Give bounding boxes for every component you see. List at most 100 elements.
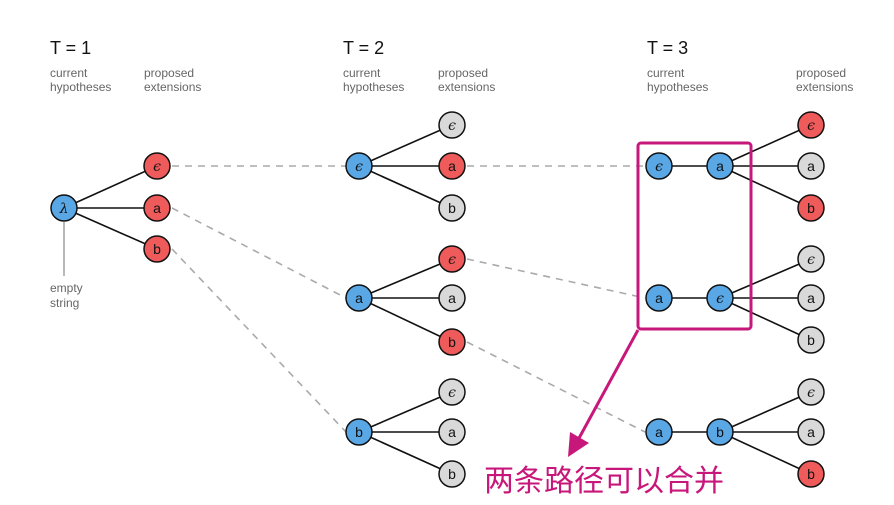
proposed-node-epsilon: ϵ [797, 378, 825, 406]
svg-text:b: b [807, 200, 815, 216]
hypothesis-node-a: a [345, 284, 373, 312]
proposed-node-epsilon: ϵ [438, 111, 466, 139]
tree-edge [358, 165, 453, 209]
svg-text:ϵ: ϵ [355, 159, 363, 175]
tree-edge [719, 258, 812, 299]
svg-text:b: b [448, 334, 456, 350]
merge-links [171, 165, 646, 433]
hypothesis-node-a: a [645, 418, 673, 446]
tree-edges [63, 124, 812, 475]
svg-text:b: b [716, 424, 724, 440]
svg-text:ϵ: ϵ [807, 118, 815, 134]
proposed-extensions-label: proposed [438, 66, 488, 80]
proposed-extensions-label: extensions [438, 80, 495, 94]
svg-text:ϵ: ϵ [448, 385, 456, 401]
tree-edge [719, 124, 812, 167]
tree-edge [358, 297, 453, 343]
tree-edge [358, 391, 453, 433]
tree-edge [63, 165, 158, 209]
proposed-node-a: a [438, 284, 466, 312]
proposed-node-b: b [797, 326, 825, 354]
proposed-extensions-label: proposed [144, 66, 194, 80]
svg-text:ϵ: ϵ [448, 252, 456, 268]
proposed-node-epsilon: ϵ [797, 111, 825, 139]
proposed-node-b: b [438, 328, 466, 356]
proposed-node-a: a [797, 418, 825, 446]
svg-text:a: a [807, 290, 815, 306]
svg-text:a: a [355, 290, 363, 306]
hypothesis-node-a: a [706, 152, 734, 180]
svg-text:a: a [655, 290, 663, 306]
current-hypotheses-label: current [343, 66, 381, 80]
hypothesis-node-a: a [645, 284, 673, 312]
tree-edge [358, 124, 453, 167]
hypothesis-node-b: b [345, 418, 373, 446]
proposed-node-b: b [797, 460, 825, 488]
svg-text:ϵ: ϵ [153, 159, 161, 175]
tree-edge [358, 431, 453, 475]
svg-text:ϵ: ϵ [716, 291, 724, 307]
current-hypotheses-label: hypotheses [343, 80, 404, 94]
proposed-node-b: b [797, 194, 825, 222]
svg-text:ϵ: ϵ [448, 118, 456, 134]
proposed-node-epsilon: ϵ [143, 152, 171, 180]
svg-text:b: b [807, 332, 815, 348]
proposed-node-a: a [438, 152, 466, 180]
empty-string-label: empty [50, 281, 83, 295]
hypothesis-node-epsilon: ϵ [706, 284, 734, 312]
tree-edge [358, 258, 453, 299]
svg-text:b: b [807, 466, 815, 482]
svg-text:a: a [716, 158, 724, 174]
proposed-node-a: a [797, 152, 825, 180]
merge-link [171, 207, 347, 299]
hypothesis-node-epsilon: ϵ [345, 152, 373, 180]
merge-link [466, 341, 646, 433]
step-title: T = 2 [343, 38, 384, 58]
proposed-node-b: b [438, 460, 466, 488]
proposed-node-epsilon: ϵ [438, 378, 466, 406]
svg-text:b: b [153, 241, 161, 257]
svg-text:a: a [655, 424, 663, 440]
hypothesis-node-b: b [706, 418, 734, 446]
hypothesis-node-epsilon: ϵ [645, 152, 673, 180]
tree-edge [719, 391, 812, 433]
proposed-node-epsilon: ϵ [438, 245, 466, 273]
svg-text:b: b [448, 466, 456, 482]
tree-edge [719, 165, 812, 209]
svg-text:ϵ: ϵ [807, 385, 815, 401]
merge-highlight-box [636, 141, 753, 331]
svg-text:a: a [448, 424, 456, 440]
tree-edge [719, 297, 812, 341]
proposed-node-a: a [797, 284, 825, 312]
step-header-t2: T = 2 current hypotheses proposed extens… [343, 38, 495, 94]
proposed-node-b: b [143, 235, 171, 263]
svg-text:a: a [448, 158, 456, 174]
step-header-t1: T = 1 current hypotheses proposed extens… [50, 38, 201, 94]
current-hypotheses-label: current [50, 66, 88, 80]
svg-text:a: a [448, 290, 456, 306]
svg-text:b: b [355, 424, 363, 440]
proposed-node-b: b [438, 194, 466, 222]
proposed-extensions-label: extensions [144, 80, 201, 94]
svg-text:ϵ: ϵ [655, 159, 663, 175]
tree-edge [719, 431, 812, 475]
svg-text:a: a [807, 424, 815, 440]
proposed-extensions-label: extensions [796, 80, 853, 94]
step-title: T = 3 [647, 38, 688, 58]
svg-text:a: a [807, 158, 815, 174]
tree-edge [63, 207, 158, 250]
current-hypotheses-label: hypotheses [50, 80, 111, 94]
proposed-node-epsilon: ϵ [797, 245, 825, 273]
proposed-node-a: a [143, 194, 171, 222]
svg-text:a: a [153, 200, 161, 216]
current-hypotheses-label: current [647, 66, 685, 80]
merge-link [171, 248, 347, 433]
merge-note: 两条路径可以合并 [484, 464, 724, 499]
current-hypotheses-label: hypotheses [647, 80, 708, 94]
merge-arrow-shaft [576, 329, 640, 441]
svg-text:λ: λ [59, 201, 69, 217]
step-header-t3: T = 3 current hypotheses proposed extens… [647, 38, 853, 94]
step-title: T = 1 [50, 38, 91, 58]
